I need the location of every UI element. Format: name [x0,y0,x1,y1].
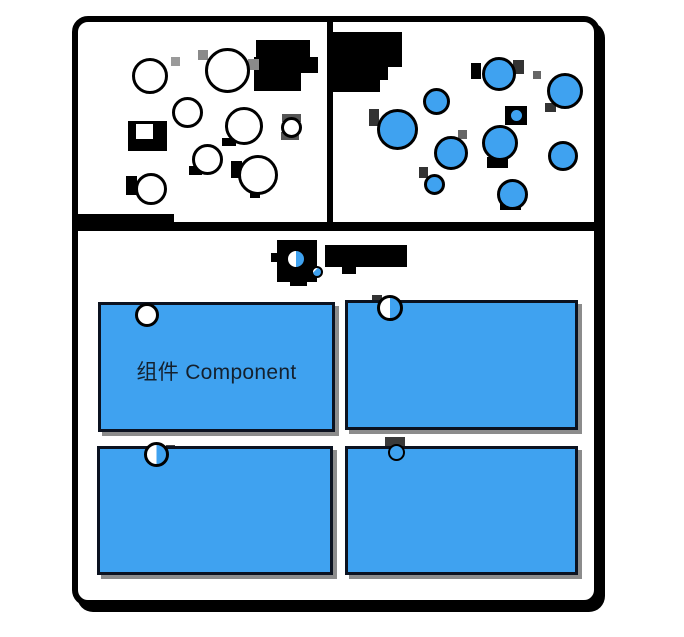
white-circle-icon [238,155,278,195]
small-blue-circle-icon [311,266,323,278]
legend-text-redacted-blob [325,245,407,267]
panel-divider-horizontal [78,222,595,231]
component-card-label: 组件 Component [136,361,297,384]
compression-artifact-blob [222,138,236,146]
compression-artifact-blob [372,295,382,304]
half-badge-circle-icon [143,441,169,467]
legend-text-redacted-blob [342,267,356,274]
compression-artifact-blob [189,166,202,175]
compression-artifact-blob [487,157,508,168]
compression-artifact-blob [171,57,180,66]
compression-artifact-blob [369,109,379,126]
blue-circle-icon [423,173,445,195]
blue-circle-icon [422,87,450,115]
compression-artifact-blob [231,161,242,178]
half-filled-circle-icon [285,248,307,270]
right-panel-title-redacted-blob [330,32,402,67]
left-panel-title-redacted-blob [254,71,301,91]
compression-artifact-blob [513,60,524,74]
compression-artifact-blob [471,63,481,79]
compression-artifact-blob [248,59,259,70]
panel-divider-vertical [327,22,333,230]
blue-circle-icon [508,107,524,123]
compression-artifact-blob [533,71,541,79]
compression-artifact-blob [419,167,428,178]
square-shape-glyph-inner [136,124,153,139]
blue-circle-icon [482,125,518,161]
white-circle-icon [191,143,223,175]
compression-artifact-blob [385,437,405,447]
blue-circle-icon [547,73,583,109]
half-badge-circle-icon [377,295,403,321]
compression-artifact-blob [77,214,174,224]
right-panel-title-redacted-blob [330,80,380,92]
compression-artifact-blob [126,176,137,195]
component-card [345,446,578,575]
blue-circle-icon [376,108,418,150]
white-circle-icon [225,107,263,145]
left-panel-title-redacted-blob [256,40,310,59]
white-circle-icon [135,173,167,205]
white-circle-icon [280,116,302,138]
left-panel-title-redacted-blob [254,57,318,73]
blue-circle-icon [496,178,528,210]
compression-artifact-blob [545,103,556,112]
legend-text-redacted-blob [290,280,307,286]
blue-badge-circle-icon [387,443,405,461]
legend-text-redacted-blob [271,253,280,262]
component-card [345,300,578,430]
white-circle-icon [204,47,250,93]
white-circle-icon [171,96,203,128]
component-card: 组件 Component [98,302,335,432]
white-circle-icon [132,58,168,94]
white-badge-circle-icon [135,303,159,327]
component-card [97,446,333,575]
compression-artifact-blob [198,50,208,60]
right-panel-title-redacted-blob [330,67,388,80]
blue-circle-icon [482,57,516,91]
compression-artifact-blob [458,130,467,139]
blue-circle-icon [434,136,468,170]
blue-circle-icon [548,141,578,171]
